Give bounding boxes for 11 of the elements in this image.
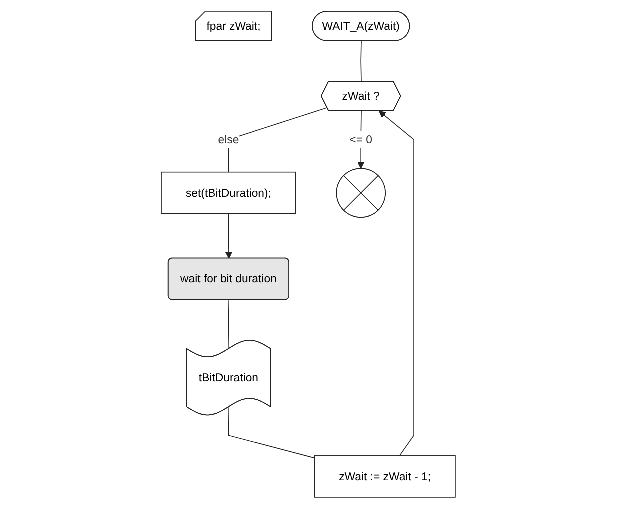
node-box: zWait := zWait - 1; xyxy=(314,456,456,498)
connector xyxy=(228,107,328,173)
arrow xyxy=(358,110,365,169)
arrow xyxy=(378,110,414,456)
edge-label: <= 0 xyxy=(350,132,372,146)
connector xyxy=(360,40,362,82)
connector xyxy=(228,406,316,459)
arrow xyxy=(225,213,233,259)
node-box: set(tBitDuration); xyxy=(161,172,296,214)
edge-label: else xyxy=(218,132,240,146)
connector xyxy=(228,300,230,350)
